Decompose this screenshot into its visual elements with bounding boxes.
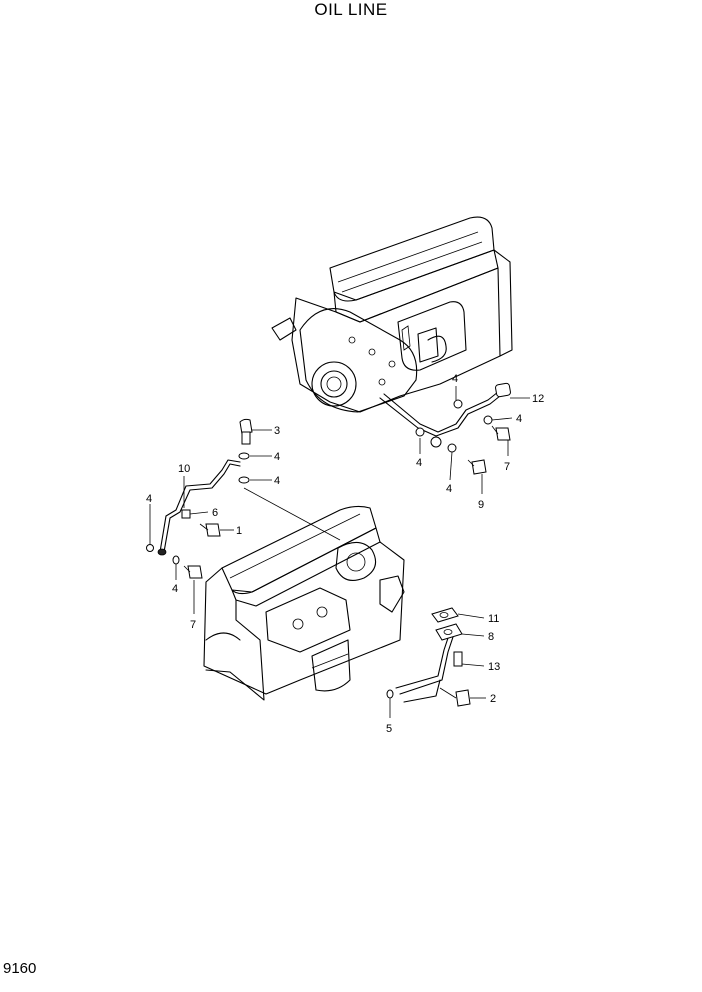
callout-labels: 3 4 4 10 6 1 4 4 7 4 12 4 7 4 4 9 11 8 1… [146,373,544,735]
callout-4: 4 [452,373,458,385]
page-code: 9160 [3,960,37,977]
left-oil-pipe-assembly [146,418,341,579]
callout-7: 7 [504,461,510,473]
upper-engine-illustration [271,216,513,413]
callout-2: 2 [490,693,496,705]
callout-4: 4 [446,483,452,495]
callout-4: 4 [416,457,422,469]
leader-lines [149,386,530,718]
callout-4: 4 [172,583,178,595]
lower-engine-illustration [203,505,471,707]
callout-3: 3 [274,425,280,437]
callout-12: 12 [532,393,544,405]
callout-7: 7 [190,619,196,631]
callout-4: 4 [516,413,522,425]
callout-13: 13 [488,661,500,673]
callout-11: 11 [488,613,499,625]
callout-1: 1 [236,525,242,537]
callout-6: 6 [212,507,218,519]
upper-oil-pipe-assembly [379,382,511,475]
callout-10: 10 [178,463,190,475]
callout-4: 4 [274,475,280,487]
callout-8: 8 [488,631,494,643]
callout-4: 4 [274,451,280,463]
callout-9: 9 [478,499,484,511]
callout-4: 4 [146,493,152,505]
page-title: OIL LINE [314,0,388,19]
callout-5: 5 [386,723,392,735]
